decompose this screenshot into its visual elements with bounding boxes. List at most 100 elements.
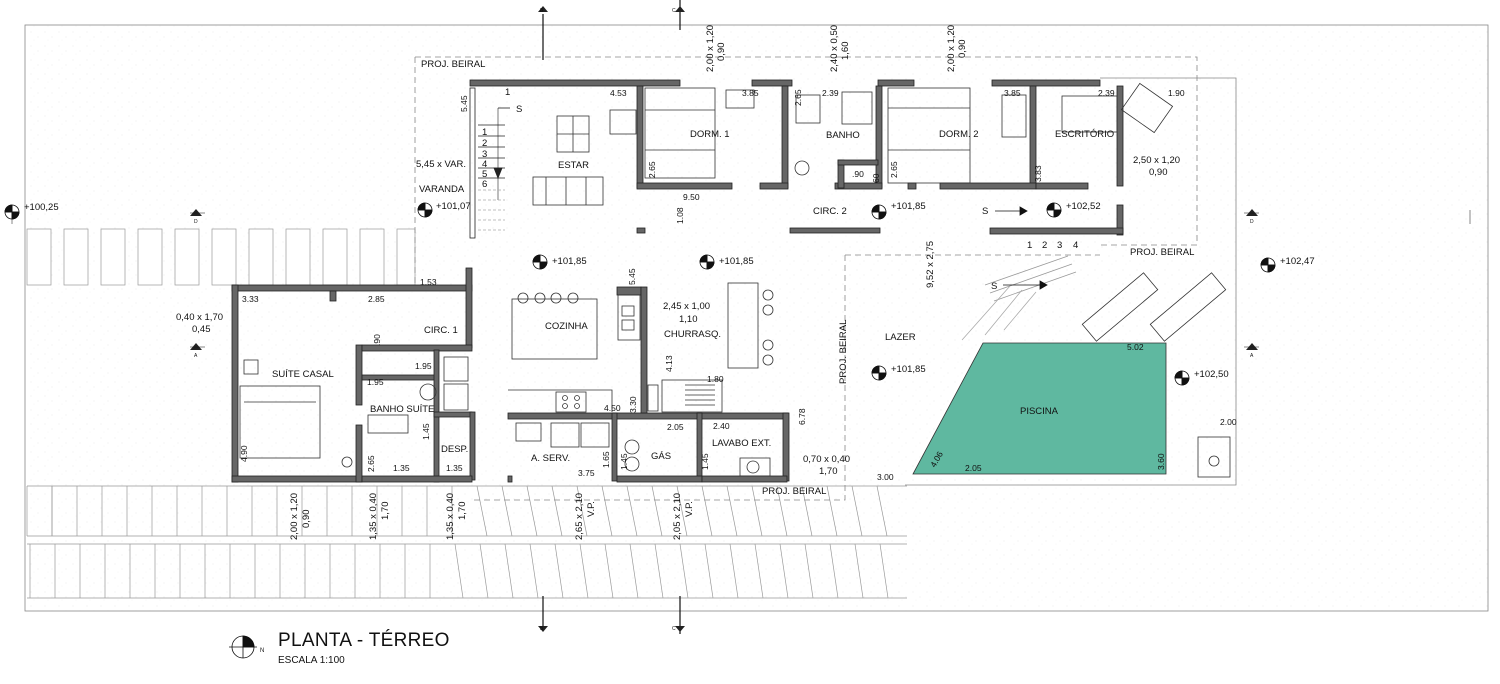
- dim-3-75: 3.75: [578, 468, 595, 478]
- dim-3-30: 3.30: [628, 396, 638, 413]
- room-cozinha: COZINHA: [545, 321, 588, 332]
- dim-3-60: 3.60: [1156, 453, 1166, 470]
- dim-2-65d: 2.65: [366, 455, 376, 472]
- dim-1-45b: 1.45: [619, 453, 629, 470]
- ext-step-2: 2: [1042, 240, 1047, 251]
- room-circ2: CIRC. 2: [813, 206, 847, 217]
- section-d-left: D: [194, 219, 198, 225]
- window-b5-size: 2,05 x 2,10: [672, 493, 683, 540]
- window-b4-vp: V.P.: [586, 501, 597, 517]
- window-b3-size: 1,35 x 0,40: [445, 493, 456, 540]
- dim-3-83: 3.83: [1033, 165, 1043, 182]
- up-arrows: [995, 206, 1048, 290]
- dim-4-90: 4.90: [239, 445, 249, 462]
- dim-4-13: 4.13: [664, 355, 674, 372]
- level-101-85-circ2: +101,85: [891, 201, 926, 212]
- drawing-title: PLANTA - TÉRREO: [278, 630, 450, 651]
- level-100-25: +100,25: [24, 202, 59, 213]
- window-lavabo-sill: 1,70: [819, 466, 838, 477]
- dim-60: 60: [871, 173, 881, 183]
- dim-5-02: 5.02: [1127, 342, 1144, 352]
- lazer-outline: [905, 77, 1237, 486]
- room-escritorio: ESCRITÓRIO: [1055, 129, 1114, 140]
- up-mark-lazer: S: [991, 281, 997, 292]
- dim-2-39a: 2.39: [822, 88, 839, 98]
- dim-3-85a: 3.85: [742, 88, 759, 98]
- north-label: N: [260, 648, 264, 654]
- interior-lines: [239, 82, 1231, 478]
- room-suite-casal: SUÍTE CASAL: [272, 369, 334, 380]
- dim-2-39b: 2.39: [1098, 88, 1115, 98]
- dim-6-78: 6.78: [797, 408, 807, 425]
- room-banho-suite: BANHO SUÍTE: [370, 404, 434, 415]
- dim-1-95b: 1.95: [367, 377, 384, 387]
- section-c-top: C: [672, 8, 676, 14]
- room-varanda: VARANDA: [419, 184, 465, 195]
- level-markers: [4, 202, 1276, 386]
- dim-1-45a: 1.45: [421, 423, 431, 440]
- room-piscina: PISCINA: [1020, 406, 1059, 417]
- window-churr-sill: 1,10: [679, 314, 698, 325]
- window-suite-sill: 0,45: [192, 324, 211, 335]
- dim-2-65a: 2.65: [793, 89, 803, 106]
- section-markers: [190, 6, 1258, 632]
- room-lavabo-ext: LAVABO EXT.: [712, 438, 771, 449]
- room-lazer: LAZER: [885, 332, 916, 343]
- section-a-right: A: [1250, 353, 1254, 359]
- dim-1-35b: 1.35: [446, 463, 463, 473]
- window-b2-size: 1,35 x 0,40: [368, 493, 379, 540]
- window-dorm1-sill: 0,90: [716, 43, 727, 62]
- dim-090a: .90: [852, 169, 864, 179]
- axis-ticks: [190, 212, 1259, 348]
- level-101-85-estar: +101,85: [552, 256, 587, 267]
- stair-step-2: 2: [482, 138, 487, 149]
- section-b-bottom: B: [540, 626, 544, 632]
- site-boundary: [24, 24, 1489, 612]
- ext-step-3: 3: [1057, 240, 1062, 251]
- section-a-left: A: [194, 353, 198, 359]
- stair: [469, 87, 510, 239]
- dim-5-45a: 5.45: [459, 95, 469, 112]
- window-banho-sill: 1,60: [840, 42, 851, 61]
- dim-2-40: 2.40: [713, 421, 730, 431]
- stair-step-1: 1: [482, 127, 487, 138]
- level-102-50: +102,50: [1194, 369, 1229, 380]
- dim-3-85b: 3.85: [1004, 88, 1021, 98]
- dim-2-85: 2.85: [368, 294, 385, 304]
- window-lavabo-size: 0,70 x 0,40: [803, 454, 850, 465]
- window-dorm2-sill: 0,90: [957, 40, 968, 59]
- paving-bottom: [26, 485, 907, 599]
- level-102-52: +102,52: [1066, 201, 1101, 212]
- dim-2-00: 2.00: [1220, 417, 1237, 427]
- room-banho: BANHO: [826, 130, 860, 141]
- dim-1-53: 1.53: [420, 277, 437, 287]
- level-101-85-lazer: +101,85: [891, 364, 926, 375]
- window-churr-size: 2,45 x 1,00: [663, 301, 710, 312]
- window-var: 5,45 x VAR.: [416, 159, 466, 170]
- window-dorm2-size: 2,00 x 1,20: [946, 25, 957, 72]
- up-mark-circ2: S: [982, 206, 988, 217]
- dim-1-35a: 1.35: [393, 463, 410, 473]
- window-b1-size: 2,00 x 1,20: [289, 493, 300, 540]
- dim-1-45c: 1.45: [700, 453, 710, 470]
- room-dorm1: DORM. 1: [690, 129, 730, 140]
- proj-beiral-bottom: PROJ. BEIRAL: [762, 486, 826, 497]
- stair-step-5: 5: [482, 169, 487, 180]
- ext-step-4: 4: [1073, 240, 1078, 251]
- dim-1-65: 1.65: [601, 451, 611, 468]
- room-circ1: CIRC. 1: [424, 325, 458, 336]
- stair-top-1: 1: [505, 87, 510, 98]
- roof-projection: [414, 56, 1198, 501]
- dim-3-33: 3.33: [242, 294, 259, 304]
- room-desp: DESP.: [441, 444, 468, 455]
- window-b1-sill: 0,90: [301, 510, 312, 529]
- room-a-serv: A. SERV.: [531, 453, 570, 464]
- dim-5-45b: 5.45: [627, 268, 637, 285]
- dim-1-95a: 1.95: [415, 361, 432, 371]
- north-symbol: [229, 635, 257, 659]
- room-gas: GÁS: [651, 451, 671, 462]
- dim-4-53: 4.53: [610, 88, 627, 98]
- window-suite-size: 0,40 x 1,70: [176, 312, 223, 323]
- dim-1-80: 1.80: [707, 374, 724, 384]
